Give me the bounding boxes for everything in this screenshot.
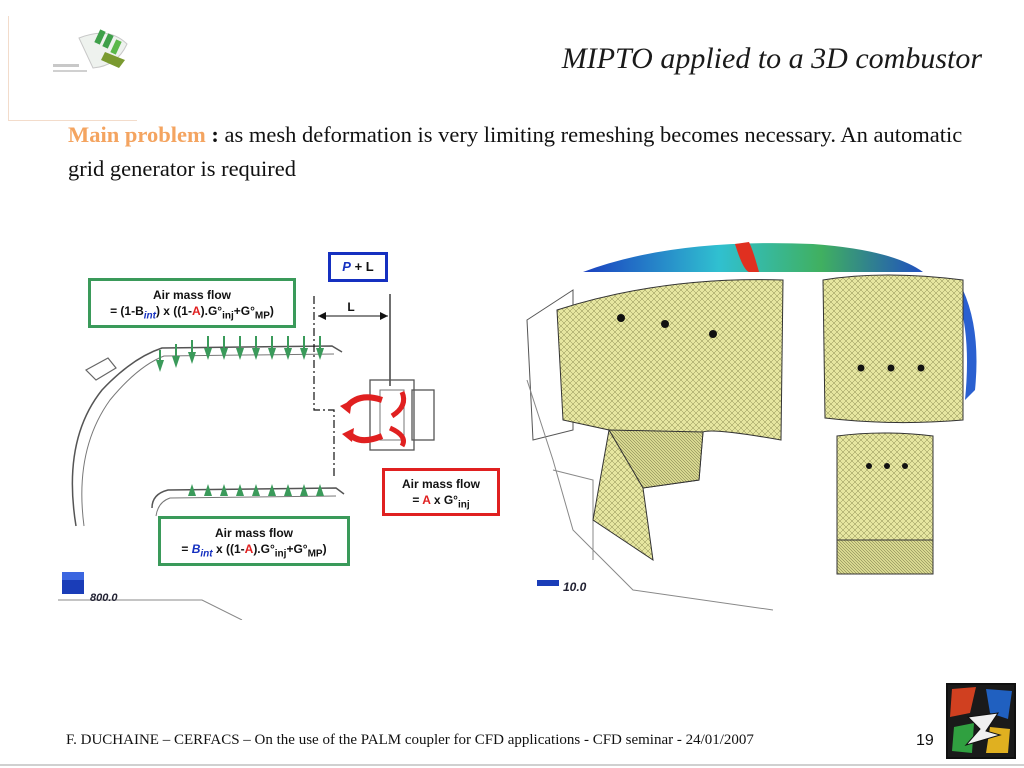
cfd-team-logo <box>946 683 1016 759</box>
air-mass-flow-bottom-box: Air mass flow = Bint x ((1-A).G°inj+G°MP… <box>158 516 350 566</box>
page-number: 19 <box>916 732 934 749</box>
legend-value-right: 10.0 <box>563 580 587 594</box>
cfd-team-logo-icon <box>948 685 1014 757</box>
top-box-formula: = (1-Bint) x ((1-A).G°inj+G°MP) <box>110 304 274 322</box>
legend-value-left: 800.0 <box>90 592 118 604</box>
right-box-line1: Air mass flow <box>401 477 481 491</box>
slide-title: MIPTO applied to a 3D combustor <box>561 42 982 75</box>
combustor-thumbnail-icon <box>53 29 128 72</box>
problem-colon: : <box>211 122 219 147</box>
bottom-box-formula: = Bint x ((1-A).G°inj+G°MP) <box>181 542 327 560</box>
bottom-divider <box>0 764 1024 766</box>
combustor-mesh-figure: 10.0 <box>513 230 1007 622</box>
air-mass-flow-top-box: Air mass flow = (1-Bint) x ((1-A).G°inj+… <box>88 278 296 328</box>
problem-text: as mesh deformation is very limiting rem… <box>68 122 963 181</box>
p-plus-l-box: P + L <box>328 252 388 282</box>
slide-footer: F. DUCHAINE – CERFACS – On the use of th… <box>66 732 754 748</box>
l-dimension-label: L <box>347 300 355 314</box>
problem-keyword: Main problem <box>68 122 206 147</box>
mesh-views-drawing <box>513 230 1007 622</box>
right-box-formula: = A x G°inj <box>412 493 470 511</box>
air-mass-flow-right-box: Air mass flow = A x G°inj <box>382 468 500 516</box>
bottom-box-line1: Air mass flow <box>214 526 294 540</box>
problem-statement: Main problem : as mesh deformation is ve… <box>68 118 968 186</box>
combustor-schematic: Air mass flow = (1-Bint) x ((1-A).G°inj+… <box>52 240 512 621</box>
top-box-line1: Air mass flow <box>152 288 232 302</box>
cerfacs-logo-thumbnail <box>8 16 137 121</box>
